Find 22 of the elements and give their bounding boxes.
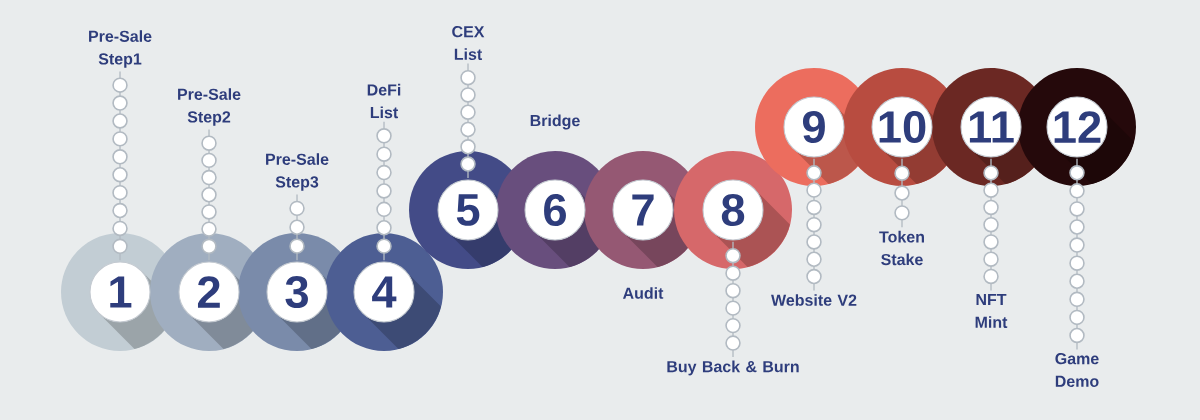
step-label: NFT Mint xyxy=(975,294,1008,328)
leader-line xyxy=(460,62,476,179)
leader-line xyxy=(1069,158,1085,351)
step-label: Pre-Sale Step1 xyxy=(89,30,152,68)
step-label: Website V2 xyxy=(771,294,857,306)
leader-line xyxy=(894,158,910,228)
step-label: DeFi List xyxy=(367,83,401,119)
step-label: Bridge xyxy=(530,114,580,130)
step-label: Token Stake xyxy=(879,230,924,266)
leader-line xyxy=(112,70,128,261)
leader-line xyxy=(983,158,999,292)
step-label: Pre-Sale Step3 xyxy=(266,153,329,191)
step-label: CEX List xyxy=(452,26,485,60)
leader-line xyxy=(289,193,305,261)
leader-line xyxy=(201,128,217,261)
step-label: Audit xyxy=(622,287,664,299)
leader-line xyxy=(806,158,822,292)
leader-line xyxy=(376,121,392,261)
leader-line xyxy=(725,241,741,358)
step-label: Game Demo xyxy=(1055,353,1099,387)
step-label: Buy Back & Burn xyxy=(667,360,799,376)
step-label: Pre-Sale Step2 xyxy=(178,88,241,126)
